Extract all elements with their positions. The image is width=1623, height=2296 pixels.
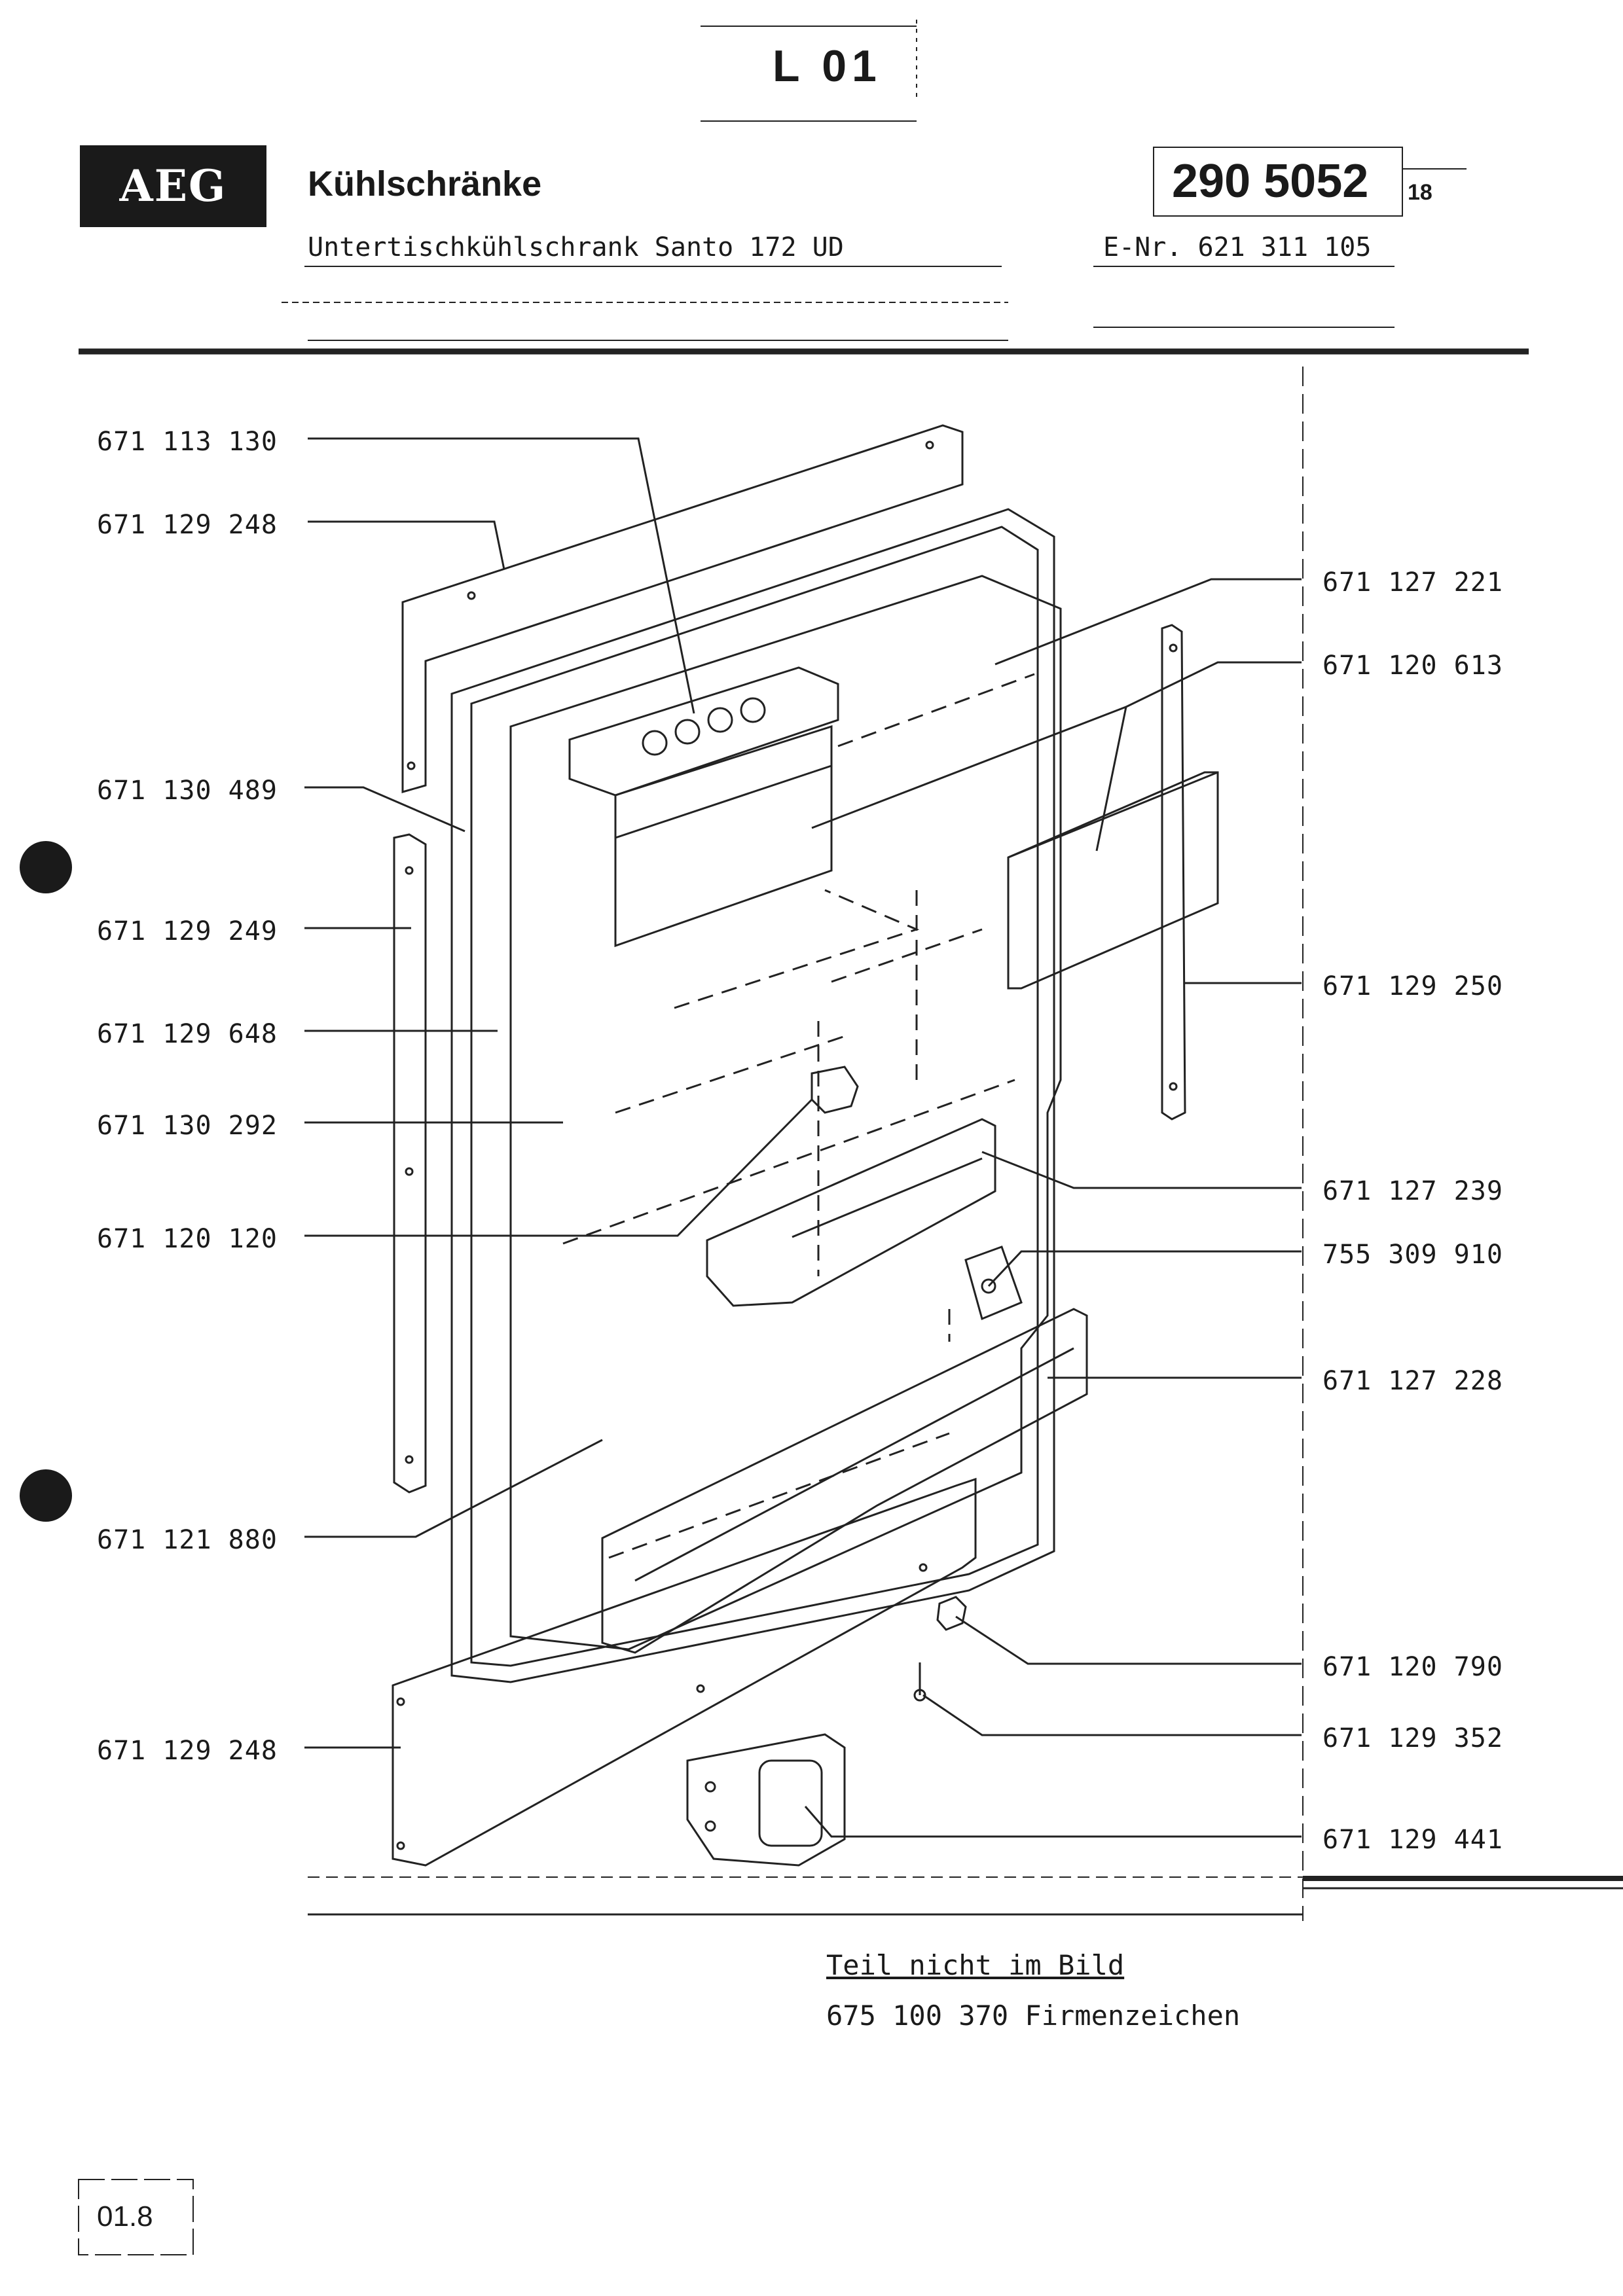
- note-title: Teil nicht im Bild: [826, 1949, 1125, 1981]
- part-label: 671 129 250: [1322, 971, 1503, 1001]
- part-label: 671 130 489: [97, 776, 278, 806]
- part-label: 671 127 221: [1322, 567, 1503, 598]
- part-label: 671 129 441: [1322, 1825, 1503, 1855]
- page-code: L 01: [773, 41, 882, 91]
- part-label: 671 127 228: [1322, 1366, 1503, 1396]
- part-label: 671 129 648: [97, 1019, 278, 1049]
- part-label: 671 120 613: [1322, 651, 1503, 681]
- page-version: 01.8: [97, 2200, 153, 2233]
- binder-hole-icon: [20, 841, 72, 893]
- part-label: 671 129 352: [1322, 1723, 1503, 1753]
- part-label: 671 129 249: [97, 916, 278, 946]
- note-item: 675 100 370 Firmenzeichen: [826, 2000, 1241, 2032]
- document-number: 290 5052: [1172, 155, 1369, 207]
- part-label: 671 129 248: [97, 510, 278, 540]
- binder-hole-icon: [20, 1469, 72, 1522]
- part-label: 755 309 910: [1322, 1240, 1503, 1270]
- document-suffix: 18: [1408, 180, 1432, 205]
- part-label: 671 120 790: [1322, 1652, 1503, 1682]
- part-label: 671 121 880: [97, 1525, 278, 1555]
- part-label: 671 127 239: [1322, 1176, 1503, 1206]
- model-name: Untertischkühlschrank Santo 172 UD: [308, 232, 844, 262]
- category-title: Kühlschränke: [308, 164, 542, 204]
- part-label: 671 130 292: [97, 1111, 278, 1141]
- e-number: E-Nr. 621 311 105: [1103, 232, 1372, 262]
- aeg-logo: AEG: [80, 145, 266, 227]
- part-label: 671 120 120: [97, 1224, 278, 1254]
- part-label: 671 129 248: [97, 1736, 278, 1766]
- part-label: 671 113 130: [97, 427, 278, 457]
